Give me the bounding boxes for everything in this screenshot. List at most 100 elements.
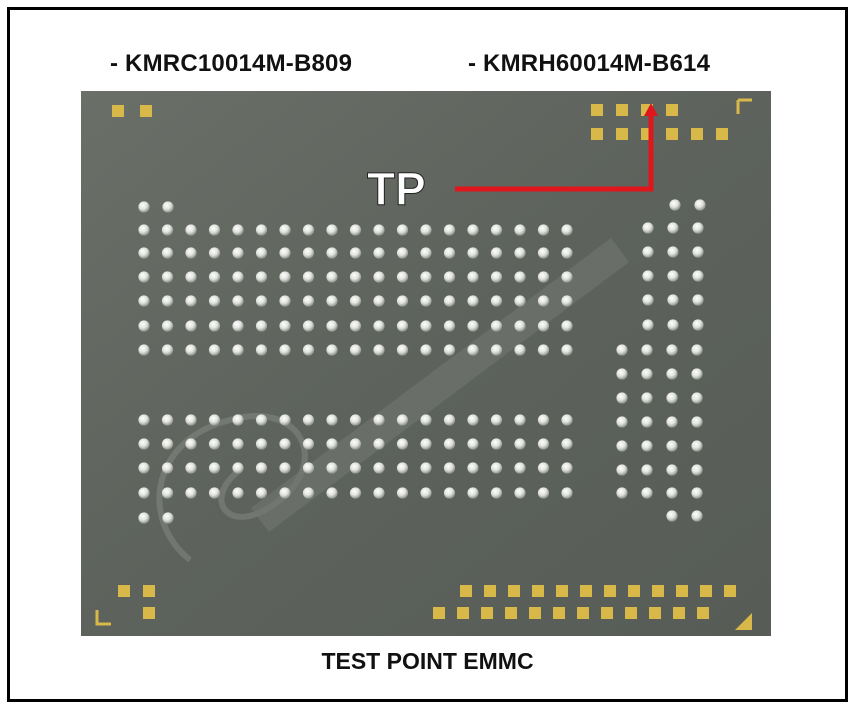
solder-ball (302, 295, 315, 307)
solder-ball (279, 462, 291, 474)
solder-ball (420, 224, 432, 236)
solder-ball (443, 462, 456, 474)
solder-ball (326, 487, 338, 499)
solder-ball (138, 224, 150, 236)
solder-ball (208, 224, 221, 236)
solder-ball (373, 247, 385, 259)
solder-ball (641, 440, 653, 452)
solder-ball (232, 295, 244, 307)
solder-ball (326, 247, 338, 259)
solder-ball (302, 438, 315, 450)
solder-ball (641, 416, 653, 428)
solder-ball (537, 247, 550, 259)
solder-ball (208, 344, 221, 356)
solder-ball (138, 247, 150, 259)
solder-pad (553, 607, 565, 619)
solder-ball (279, 344, 291, 356)
solder-ball (349, 295, 362, 307)
solder-ball (138, 320, 150, 332)
solder-ball (443, 271, 456, 283)
solder-ball (208, 247, 221, 259)
solder-ball (561, 438, 573, 450)
corner-marker-bottom-right (735, 613, 752, 630)
solder-ball (396, 320, 409, 332)
solder-pad (457, 607, 469, 619)
solder-ball (255, 414, 268, 426)
solder-ball (232, 414, 244, 426)
solder-ball (373, 414, 385, 426)
solder-ball (537, 438, 550, 450)
solder-ball (691, 416, 703, 428)
solder-ball (667, 246, 679, 258)
solder-ball (666, 440, 678, 452)
solder-pad (616, 128, 628, 140)
solder-ball (490, 438, 503, 450)
solder-ball (138, 344, 150, 356)
solder-ball (490, 247, 503, 259)
solder-ball (667, 270, 679, 282)
solder-ball (255, 344, 268, 356)
solder-ball (302, 271, 315, 283)
solder-pad (143, 607, 155, 619)
solder-ball (642, 319, 654, 331)
solder-ball (161, 224, 174, 236)
solder-ball (255, 295, 268, 307)
solder-ball (161, 344, 174, 356)
solder-ball (255, 224, 268, 236)
solder-ball (138, 487, 150, 499)
solder-pad (112, 105, 124, 117)
solder-ball (349, 414, 362, 426)
solder-ball (641, 464, 653, 476)
solder-ball (514, 295, 526, 307)
solder-ball (691, 440, 703, 452)
solder-ball (420, 462, 432, 474)
solder-pad (556, 585, 568, 597)
solder-ball (514, 438, 526, 450)
solder-ball (692, 294, 704, 306)
solder-ball (185, 487, 197, 499)
solder-ball (396, 271, 409, 283)
solder-ball (514, 344, 526, 356)
solder-ball (490, 344, 503, 356)
solder-ball (185, 414, 197, 426)
solder-ball (185, 438, 197, 450)
solder-ball (373, 224, 385, 236)
solder-ball (326, 438, 338, 450)
solder-pad (697, 607, 709, 619)
solder-pad (625, 607, 637, 619)
solder-ball (467, 224, 479, 236)
solder-ball (373, 295, 385, 307)
solder-ball (420, 271, 432, 283)
solder-ball (514, 414, 526, 426)
solder-ball (279, 271, 291, 283)
solder-ball (162, 201, 174, 213)
solder-ball (561, 295, 573, 307)
solder-ball (396, 462, 409, 474)
solder-ball (349, 247, 362, 259)
solder-ball (537, 344, 550, 356)
solder-ball (616, 464, 628, 476)
solder-ball (537, 414, 550, 426)
solder-ball (232, 320, 244, 332)
solder-ball (561, 462, 573, 474)
solder-ball (490, 487, 503, 499)
solder-ball (349, 320, 362, 332)
solder-ball (616, 416, 628, 428)
solder-ball (691, 368, 703, 380)
solder-ball (467, 247, 479, 259)
solder-ball (514, 271, 526, 283)
solder-ball (185, 271, 197, 283)
solder-ball (443, 224, 456, 236)
solder-ball (537, 462, 550, 474)
solder-pad (505, 607, 517, 619)
solder-ball (255, 487, 268, 499)
solder-ball (537, 487, 550, 499)
solder-ball (373, 438, 385, 450)
solder-pad (666, 104, 678, 116)
solder-ball (667, 222, 679, 234)
solder-ball (467, 487, 479, 499)
solder-ball (420, 320, 432, 332)
solder-ball (208, 487, 221, 499)
solder-ball (326, 271, 338, 283)
solder-ball (490, 462, 503, 474)
